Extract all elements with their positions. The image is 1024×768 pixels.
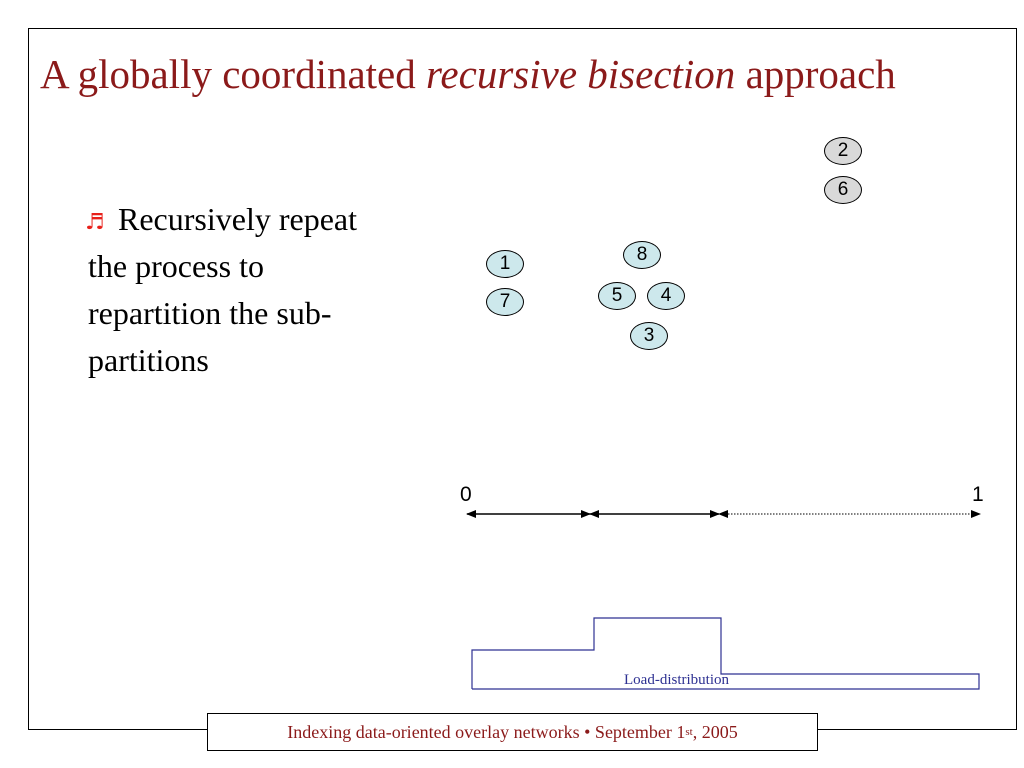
node-6: 6 bbox=[824, 176, 862, 204]
slide-title: A globally coordinated recursive bisecti… bbox=[40, 51, 896, 97]
node-4: 4 bbox=[647, 282, 685, 310]
title-italic: recursive bisection bbox=[426, 51, 736, 97]
node-3: 3 bbox=[630, 322, 668, 350]
node-2: 2 bbox=[824, 137, 862, 165]
music-note-icon: ♬ bbox=[85, 210, 105, 235]
bullet-point: ♬ Recursively repeat the process to repa… bbox=[85, 196, 388, 384]
footer-superscript: st bbox=[685, 726, 693, 738]
bullet-text: Recursively repeat the process to repart… bbox=[88, 201, 357, 378]
node-7: 7 bbox=[486, 288, 524, 316]
title-part-1: A globally coordinated bbox=[40, 51, 426, 97]
load-distribution-curve bbox=[471, 617, 980, 690]
node-5: 5 bbox=[598, 282, 636, 310]
footer-box: Indexing data-oriented overlay networks … bbox=[207, 713, 818, 751]
load-distribution-label: Load-distribution bbox=[624, 672, 729, 688]
node-8: 8 bbox=[623, 241, 661, 269]
footer-text-end: , 2005 bbox=[692, 721, 738, 742]
footer-text: Indexing data-oriented overlay networks … bbox=[287, 721, 686, 742]
axis-label-start: 0 bbox=[460, 483, 472, 506]
axis-label-end: 1 bbox=[972, 483, 984, 506]
title-part-2: approach bbox=[735, 51, 896, 97]
node-1: 1 bbox=[486, 250, 524, 278]
